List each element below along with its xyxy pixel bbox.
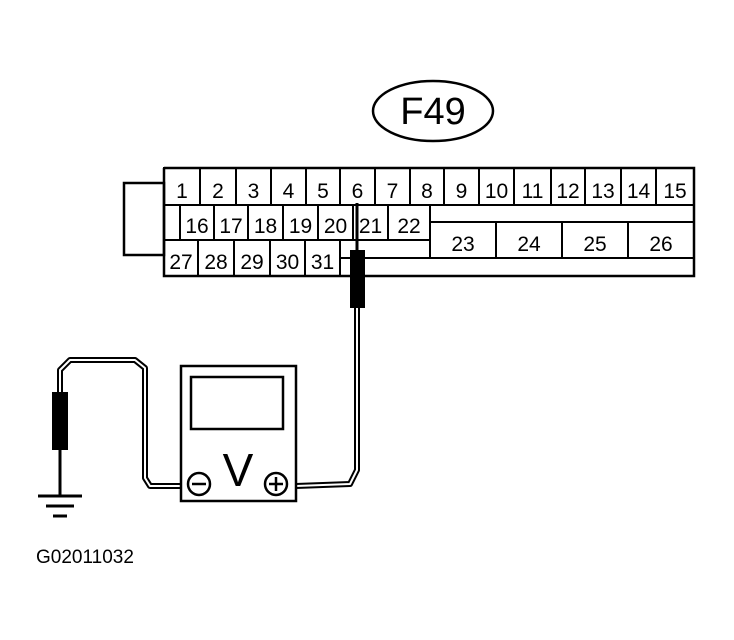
- pin-cell: [655, 167, 695, 206]
- pin-label: 12: [556, 180, 579, 203]
- negative-terminal-icon: [186, 471, 212, 497]
- pin-label: 23: [451, 233, 474, 256]
- ground-probe: [52, 357, 181, 496]
- pin-label: 10: [485, 180, 508, 203]
- pin-label: 26: [649, 233, 672, 256]
- pin-label: 20: [324, 215, 347, 238]
- ground-icon: [38, 494, 82, 518]
- pin-cell: [627, 221, 695, 259]
- pin-label: 6: [352, 180, 364, 203]
- pin-label: 16: [185, 215, 208, 238]
- pin-label: 7: [387, 180, 399, 203]
- connector-label-text: F49: [400, 91, 465, 133]
- pin-label: 18: [254, 215, 277, 238]
- positive-terminal-icon: [263, 471, 289, 497]
- pin-label: 25: [583, 233, 606, 256]
- pin-label: 17: [219, 215, 242, 238]
- pin-label: 13: [591, 180, 614, 203]
- pin-cell: [304, 239, 341, 277]
- pin-label: 24: [517, 233, 541, 256]
- connector-row-3: 27 28 29 30 31: [163, 239, 341, 277]
- voltmeter: V: [179, 364, 298, 503]
- pin-label: 11: [522, 180, 544, 203]
- pin-label: 28: [204, 251, 227, 274]
- pin-label: 1: [176, 180, 188, 203]
- pin-label: 19: [289, 215, 312, 238]
- connector-row-2: 16 17 18 19 20 21 22: [179, 204, 431, 241]
- pin-label: 8: [421, 180, 433, 203]
- connector-label: F49: [371, 79, 495, 143]
- pin-label: 27: [169, 251, 192, 274]
- pin-label: 30: [276, 251, 299, 274]
- pin-label: 21: [359, 215, 382, 238]
- figure-code: G02011032: [36, 547, 134, 568]
- pin-label: 3: [248, 180, 260, 203]
- pin-label: 15: [663, 180, 686, 203]
- pin-label: 29: [240, 251, 263, 274]
- connector-row-2-wide: 23 24 25 26: [429, 221, 695, 259]
- positive-probe: [295, 203, 365, 489]
- meter-display: [189, 375, 285, 431]
- meter-symbol: V: [223, 444, 254, 496]
- pin-label: 31: [311, 251, 334, 274]
- pin-label: 4: [283, 180, 295, 203]
- pin-label: 5: [317, 180, 329, 203]
- pin-label: 22: [397, 215, 420, 238]
- pin-label: 14: [627, 180, 651, 203]
- pin-label: 2: [212, 180, 224, 203]
- pin-label: 9: [456, 180, 468, 203]
